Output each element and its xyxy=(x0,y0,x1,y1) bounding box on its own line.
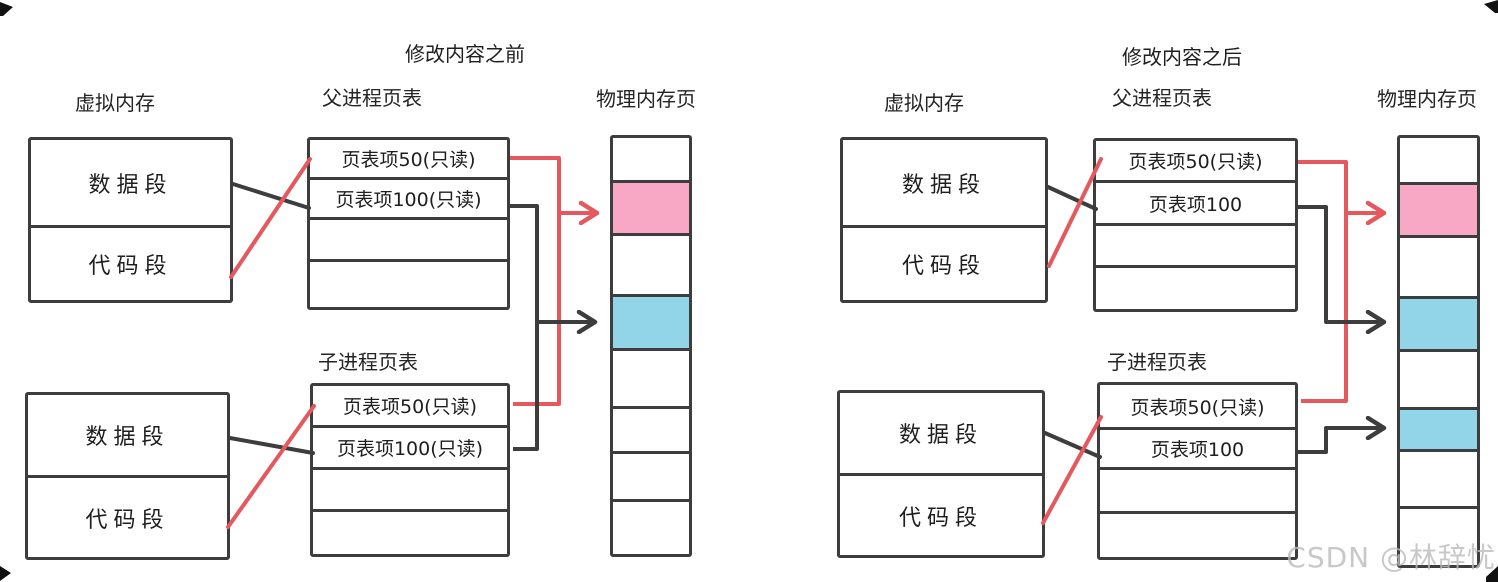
page-table-entry: 页表项50(只读) xyxy=(1100,385,1295,430)
memory-page xyxy=(1400,509,1477,565)
page-table-entry: 页表项50(只读) xyxy=(1096,141,1295,183)
memory-page-child-copy-blue xyxy=(1400,410,1477,452)
physical-memory-column xyxy=(610,135,692,557)
virtual-memory-label: 虚拟内存 xyxy=(75,91,155,115)
page-table-entry: 页表项50(只读) xyxy=(310,140,507,180)
child-arrow-to-copied-page xyxy=(1298,428,1384,454)
data-segment: 数据段 xyxy=(840,393,1042,476)
child-page-table-label: 子进程页表 xyxy=(1107,350,1207,374)
code-segment: 代码段 xyxy=(88,254,173,279)
page-table-entry: 页表项100(只读) xyxy=(310,180,507,220)
link-data-to-entry100 xyxy=(1043,431,1102,459)
physical-memory-label: 物理内存页 xyxy=(596,87,696,111)
memory-page xyxy=(1400,138,1477,185)
child-page-table: 页表项50(只读) 页表项100(只读) xyxy=(310,383,510,557)
shared-entry100-route xyxy=(510,204,539,451)
parent-arrow-to-blue-page xyxy=(1298,205,1384,322)
data-segment: 数据段 xyxy=(28,395,227,478)
virtual-memory-child-box: 数据段 代码段 xyxy=(837,390,1045,558)
memory-page-shared-pink xyxy=(613,183,689,236)
link-data-to-entry100 xyxy=(231,182,311,210)
virtual-memory-parent-box: 数据段 代码段 xyxy=(28,137,233,303)
code-segment: 代码段 xyxy=(85,507,170,533)
memory-page xyxy=(613,409,689,454)
memory-page xyxy=(613,502,689,554)
page-table-entry: 页表项100 xyxy=(1100,430,1295,470)
link-code-to-entry50 xyxy=(229,157,312,279)
code-segment: 代码段 xyxy=(901,254,986,279)
virtual-memory-child-box: 数据段 代码段 xyxy=(25,392,230,560)
page-table-entry: 页表项100(只读) xyxy=(313,428,507,470)
code-segment: 代码段 xyxy=(898,505,983,531)
virtual-memory-parent-box: 数据段 代码段 xyxy=(840,137,1048,303)
parent-page-table-label: 父进程页表 xyxy=(322,86,422,110)
data-segment: 数据段 xyxy=(843,140,1045,228)
link-code-to-entry50 xyxy=(1041,415,1103,525)
data-segment: 数据段 xyxy=(31,140,230,228)
page-table-entry-empty xyxy=(313,512,507,554)
memory-page-parent-blue xyxy=(1400,299,1477,352)
memory-page xyxy=(613,138,689,183)
child-page-table: 页表项50(只读) 页表项100 xyxy=(1097,382,1298,560)
link-code-to-entry50 xyxy=(226,404,316,529)
page-table-entry: 页表项50(只读) xyxy=(313,386,507,428)
memory-page xyxy=(1400,452,1477,509)
shared-entry50-route xyxy=(510,156,561,406)
corner-mark xyxy=(0,2,13,16)
virtual-memory-label: 虚拟内存 xyxy=(884,91,964,115)
child-page-table-label: 子进程页表 xyxy=(318,350,418,374)
shared-entry50-route xyxy=(1298,160,1348,403)
page-table-entry-empty xyxy=(310,262,507,307)
page-table-entry-empty xyxy=(1096,268,1295,309)
memory-page xyxy=(1400,238,1477,299)
csdn-watermark: CSDN @林辞忧 xyxy=(1286,541,1496,574)
corner-mark xyxy=(1484,0,1498,13)
link-data-to-entry100 xyxy=(228,436,315,455)
physical-memory-label: 物理内存页 xyxy=(1377,87,1477,111)
memory-page-shared-blue xyxy=(613,297,689,351)
parent-page-table: 页表项50(只读) 页表项100(只读) xyxy=(307,137,510,310)
page-table-entry-empty xyxy=(1096,226,1295,268)
parent-page-table: 页表项50(只读) 页表项100 xyxy=(1093,138,1298,312)
page-table-entry-empty xyxy=(313,470,507,512)
memory-page xyxy=(1400,352,1477,410)
page-table-entry-empty xyxy=(1100,514,1295,557)
memory-page xyxy=(613,236,689,297)
panel-title-after: 修改内容之后 xyxy=(1122,45,1242,69)
corner-mark xyxy=(0,566,11,581)
memory-page-shared-pink xyxy=(1400,185,1477,238)
page-table-entry-empty xyxy=(310,220,507,262)
physical-memory-column xyxy=(1397,135,1480,568)
parent-page-table-label: 父进程页表 xyxy=(1112,86,1212,110)
link-data-to-entry100 xyxy=(1046,185,1098,211)
panel-title-before: 修改内容之前 xyxy=(405,42,525,66)
memory-page xyxy=(613,454,689,502)
page-table-entry-empty xyxy=(1100,470,1295,514)
page-table-entry: 页表项100 xyxy=(1096,183,1295,226)
memory-page xyxy=(613,351,689,409)
